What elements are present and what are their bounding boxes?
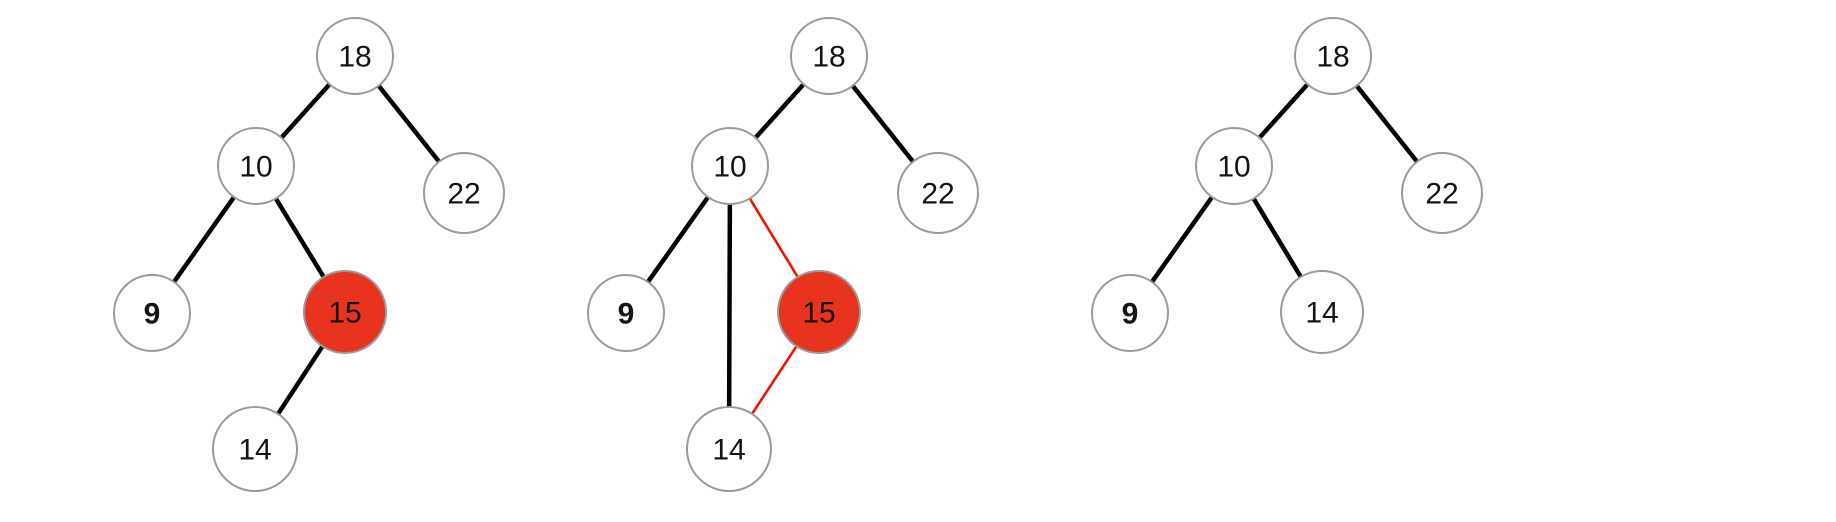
tree-node-22[interactable]: 22 — [1401, 152, 1483, 234]
node-circle-22[interactable] — [1401, 152, 1483, 234]
panel-nodes-tree-after-deletion: 18 10 22 9 14 — [1091, 17, 1483, 354]
tree-node-9[interactable]: 9 — [1091, 274, 1169, 352]
tree-node-18[interactable]: 18 — [790, 17, 868, 95]
edges-layer — [171, 81, 1420, 416]
node-circle-18[interactable] — [316, 17, 394, 95]
node-circle-10[interactable] — [691, 127, 769, 205]
tree-node-15[interactable]: 15 — [777, 270, 861, 354]
tree-node-10[interactable]: 10 — [691, 127, 769, 205]
tree-edge-18-22 — [1354, 83, 1420, 164]
node-circle-14[interactable] — [1280, 270, 1364, 354]
tree-edge-18-22 — [850, 83, 916, 164]
tree-edge-15-14 — [275, 344, 325, 416]
node-circle-9[interactable] — [113, 274, 191, 352]
tree-edge-18-10 — [753, 81, 806, 141]
tree-node-22[interactable]: 22 — [897, 152, 979, 234]
tree-edge-10-9 — [1149, 194, 1215, 285]
panel-edges-tree-after-deletion — [1149, 81, 1420, 285]
tree-edge-10-15 — [748, 196, 800, 279]
tree-node-15[interactable]: 15 — [303, 270, 387, 354]
tree-edge-10-14 — [1251, 196, 1304, 279]
tree-node-14[interactable]: 14 — [1280, 270, 1364, 354]
node-circle-14[interactable] — [212, 406, 298, 492]
node-circle-9[interactable] — [1091, 274, 1169, 352]
tree-node-9[interactable]: 9 — [587, 274, 665, 352]
node-circle-22[interactable] — [897, 152, 979, 234]
tree-edge-18-22 — [376, 83, 442, 164]
tree-node-18[interactable]: 18 — [1294, 17, 1372, 95]
tree-edge-10-9 — [645, 194, 711, 285]
node-circle-15[interactable] — [777, 270, 861, 354]
tree-edge-10-14 — [726, 202, 733, 409]
node-circle-18[interactable] — [1294, 17, 1372, 95]
node-circle-18[interactable] — [790, 17, 868, 95]
node-circle-10[interactable] — [217, 127, 295, 205]
tree-node-18[interactable]: 18 — [316, 17, 394, 95]
tree-node-14[interactable]: 14 — [686, 406, 772, 492]
node-circle-10[interactable] — [1195, 127, 1273, 205]
tree-edge-18-10 — [1257, 81, 1310, 141]
tree-node-10[interactable]: 10 — [1195, 127, 1273, 205]
tree-node-10[interactable]: 10 — [217, 127, 295, 205]
tree-edge-18-10 — [279, 81, 332, 141]
node-circle-9[interactable] — [587, 274, 665, 352]
tree-edge-15-14 — [750, 344, 799, 416]
tree-node-9[interactable]: 9 — [113, 274, 191, 352]
node-circle-22[interactable] — [423, 152, 505, 234]
panel-edges-tree-before-deletion — [171, 81, 442, 416]
tree-edge-10-9 — [171, 194, 237, 285]
tree-edge-10-15 — [273, 196, 327, 280]
node-circle-15[interactable] — [303, 270, 387, 354]
panel-edges-tree-during-deletion — [645, 81, 916, 416]
tree-node-14[interactable]: 14 — [212, 406, 298, 492]
tree-node-22[interactable]: 22 — [423, 152, 505, 234]
node-circle-14[interactable] — [686, 406, 772, 492]
